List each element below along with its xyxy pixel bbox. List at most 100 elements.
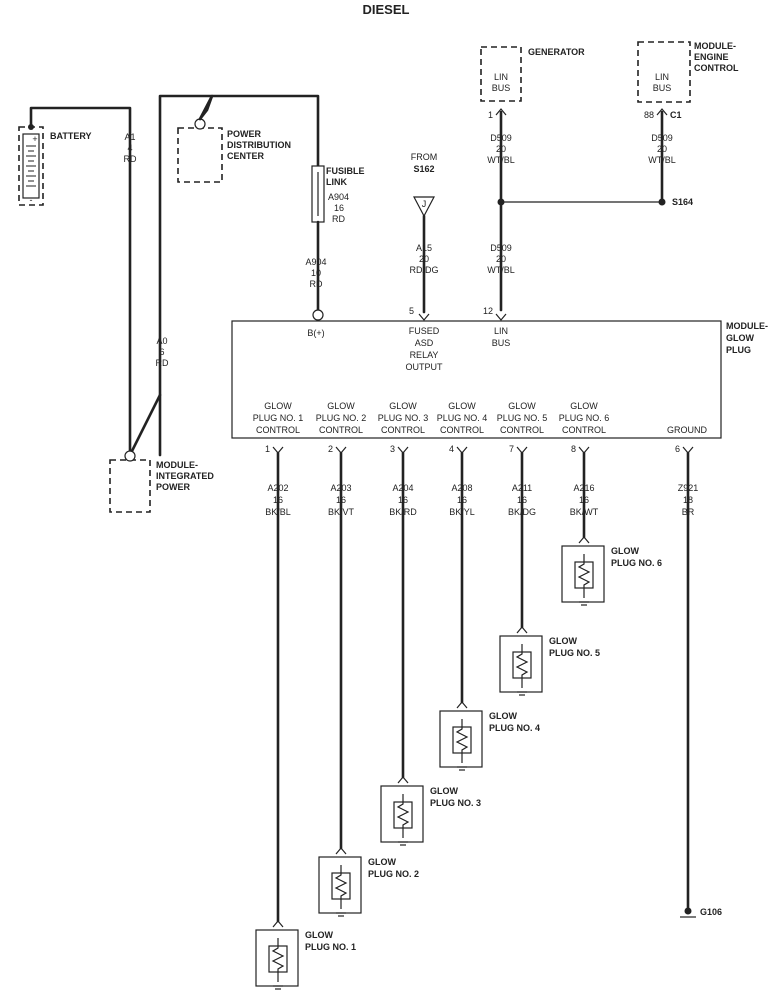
mip-label-3: POWER <box>156 482 191 492</box>
glow-plug-1-label: GLOW <box>305 930 333 940</box>
glow-plug-4-label: PLUG NO. 4 <box>489 723 540 733</box>
output-2-wire-label: BK/VT <box>328 507 355 517</box>
output-1-control-label: PLUG NO. 1 <box>253 413 304 423</box>
glow-plug-2-label: PLUG NO. 2 <box>368 869 419 879</box>
a904-out-gauge: 10 <box>311 268 321 278</box>
output-3-wire-label: 16 <box>398 495 408 505</box>
pdc-label-3: CENTER <box>227 151 265 161</box>
output-3-control-label: GLOW <box>389 401 417 411</box>
engine-wire-gauge: 20 <box>657 144 667 154</box>
glow-plug-3-label: PLUG NO. 3 <box>430 798 481 808</box>
fused-label: FUSED <box>409 326 440 336</box>
a15-circuit: A15 <box>416 243 432 253</box>
ground-label: GROUND <box>667 425 707 435</box>
glow-plug-4-box <box>439 710 483 768</box>
output-4-wire-label: A208 <box>451 483 472 493</box>
a15-color: RD/DG <box>410 265 439 275</box>
ground-pin: 6 <box>675 444 680 454</box>
connector-j-icon <box>413 196 435 218</box>
a0-gauge: 6 <box>159 347 164 357</box>
engine-wire-color: WT/BL <box>648 155 676 165</box>
glow-plug-4-label: GLOW <box>489 711 517 721</box>
pdc-label-1: POWER <box>227 129 262 139</box>
output-5-control-label: GLOW <box>508 401 536 411</box>
engine-lin: LIN <box>655 72 669 82</box>
fusible-link-gauge: 16 <box>334 203 344 213</box>
ground-terminal-label: G106 <box>700 907 722 917</box>
output-5-pin: 7 <box>509 444 514 454</box>
engine-label-3: CONTROL <box>694 63 739 73</box>
output-5-wire-label: BK/DG <box>508 507 536 517</box>
glow-plug-6-label: GLOW <box>611 546 639 556</box>
output-1-wire-label: A202 <box>267 483 288 493</box>
glow-plug-6-label: PLUG NO. 6 <box>611 558 662 568</box>
b-plus-terminal <box>312 309 324 321</box>
a904-out-color: RD <box>310 279 323 289</box>
glow-plug-1-heater-icon <box>271 938 285 982</box>
output-3-wire-label: BK/RD <box>389 507 417 517</box>
glow-plug-4-heater-icon <box>455 719 469 763</box>
diagram-title: DIESEL <box>363 2 410 17</box>
generator-bus: BUS <box>492 83 511 93</box>
module-lin-label: LIN <box>494 326 508 336</box>
lin-wire-circuit: D509 <box>490 243 512 253</box>
output-4-wire-label: BK/YL <box>449 507 475 517</box>
output-4-control-label: CONTROL <box>440 425 484 435</box>
glow-module-label-1: MODULE- <box>726 321 768 331</box>
asd-label: ASD <box>415 338 434 348</box>
output-6-wire-label: 16 <box>579 495 589 505</box>
output-1-control-label: CONTROL <box>256 425 300 435</box>
output-2-pin: 2 <box>328 444 333 454</box>
module-integrated-power-terminal <box>124 450 136 462</box>
battery-plus: + <box>32 134 37 144</box>
engine-connector: C1 <box>670 110 682 120</box>
glow-module-label-3: PLUG <box>726 345 751 355</box>
glow-plug-5-label: GLOW <box>549 636 577 646</box>
glow-plug-5-label: PLUG NO. 5 <box>549 648 600 658</box>
b-plus-label: B(+) <box>307 328 324 338</box>
engine-module-box <box>637 41 691 103</box>
fusible-link-circuit: A904 <box>328 192 349 202</box>
a0-circuit: A0 <box>156 336 167 346</box>
ground-circuit: GROUND 6 Z921 18 BR G106 <box>667 425 722 918</box>
fused-pin: 5 <box>409 306 414 316</box>
output-6-wire-label: A216 <box>573 483 594 493</box>
connector-j-label: J <box>422 199 427 209</box>
output-5-control-label: CONTROL <box>500 425 544 435</box>
battery-minus: - <box>30 195 33 205</box>
glow-plug-2-heater-icon <box>334 865 348 909</box>
engine-pin: 88 <box>644 110 654 120</box>
lin-wire-gauge: 20 <box>496 254 506 264</box>
output-1-wire-label: 16 <box>273 495 283 505</box>
output-5-wire-label: 16 <box>517 495 527 505</box>
battery-wire-color: RD <box>124 154 137 164</box>
from-label: FROM <box>411 152 438 162</box>
generator-box <box>480 46 522 102</box>
generator-wire-circuit: D509 <box>490 133 512 143</box>
output-1-pin: 1 <box>265 444 270 454</box>
mip-label-2: INTEGRATED <box>156 471 214 481</box>
battery-label: BATTERY <box>50 131 92 141</box>
lin-pin: 12 <box>483 306 493 316</box>
glow-plug-1-label: PLUG NO. 1 <box>305 942 356 952</box>
battery-cells-icon <box>26 145 36 187</box>
glow-plug-3-label: GLOW <box>430 786 458 796</box>
output-6-control-label: CONTROL <box>562 425 606 435</box>
pdc-terminal <box>194 118 206 130</box>
output-6-wire-label: BK/WT <box>570 507 599 517</box>
splice-dot-left <box>497 198 505 206</box>
output-6-pin: 8 <box>571 444 576 454</box>
output-1-control-label: GLOW <box>264 401 292 411</box>
engine-label-2: ENGINE <box>694 52 729 62</box>
lin-wire-color: WT/BL <box>487 265 515 275</box>
s162-label: S162 <box>413 164 434 174</box>
glow-plug-3-box <box>380 785 424 843</box>
output-4-pin: 4 <box>449 444 454 454</box>
glow-plug-2-label: GLOW <box>368 857 396 867</box>
a15-gauge: 20 <box>419 254 429 264</box>
